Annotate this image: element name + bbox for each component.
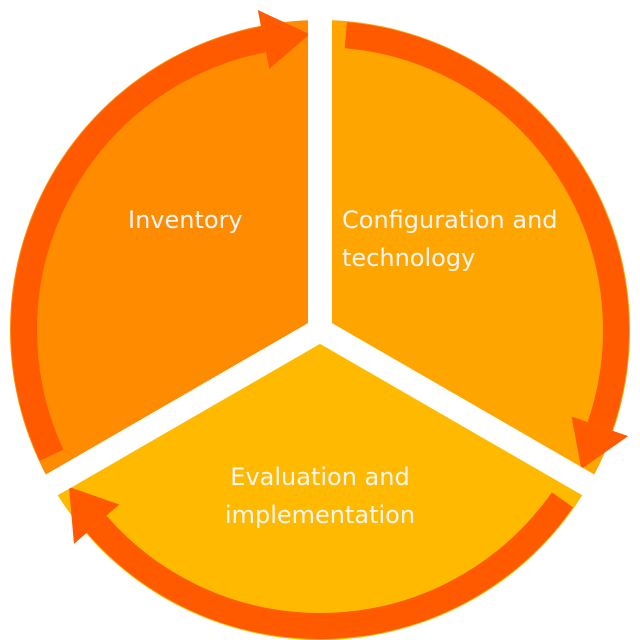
divider bbox=[28, 319, 326, 506]
label-line: Evaluation and bbox=[230, 463, 410, 491]
arrowhead-icon bbox=[571, 416, 629, 469]
label-evaluation: Evaluation and implementation bbox=[220, 458, 420, 534]
ring-arc-inventory bbox=[11, 26, 267, 461]
label-configuration: Configuration and technology bbox=[342, 201, 558, 277]
label-line: technology bbox=[342, 244, 476, 272]
label-inventory: Inventory bbox=[128, 201, 243, 239]
arrowhead-icon bbox=[257, 9, 310, 69]
arrowhead-icon bbox=[68, 486, 120, 544]
label-line: Inventory bbox=[128, 206, 243, 234]
ring-arc-evaluation bbox=[86, 492, 574, 639]
label-line: Configuration and bbox=[342, 206, 558, 234]
label-line: implementation bbox=[224, 501, 416, 529]
divider bbox=[314, 319, 612, 506]
ring-arc-configuration bbox=[344, 22, 629, 431]
